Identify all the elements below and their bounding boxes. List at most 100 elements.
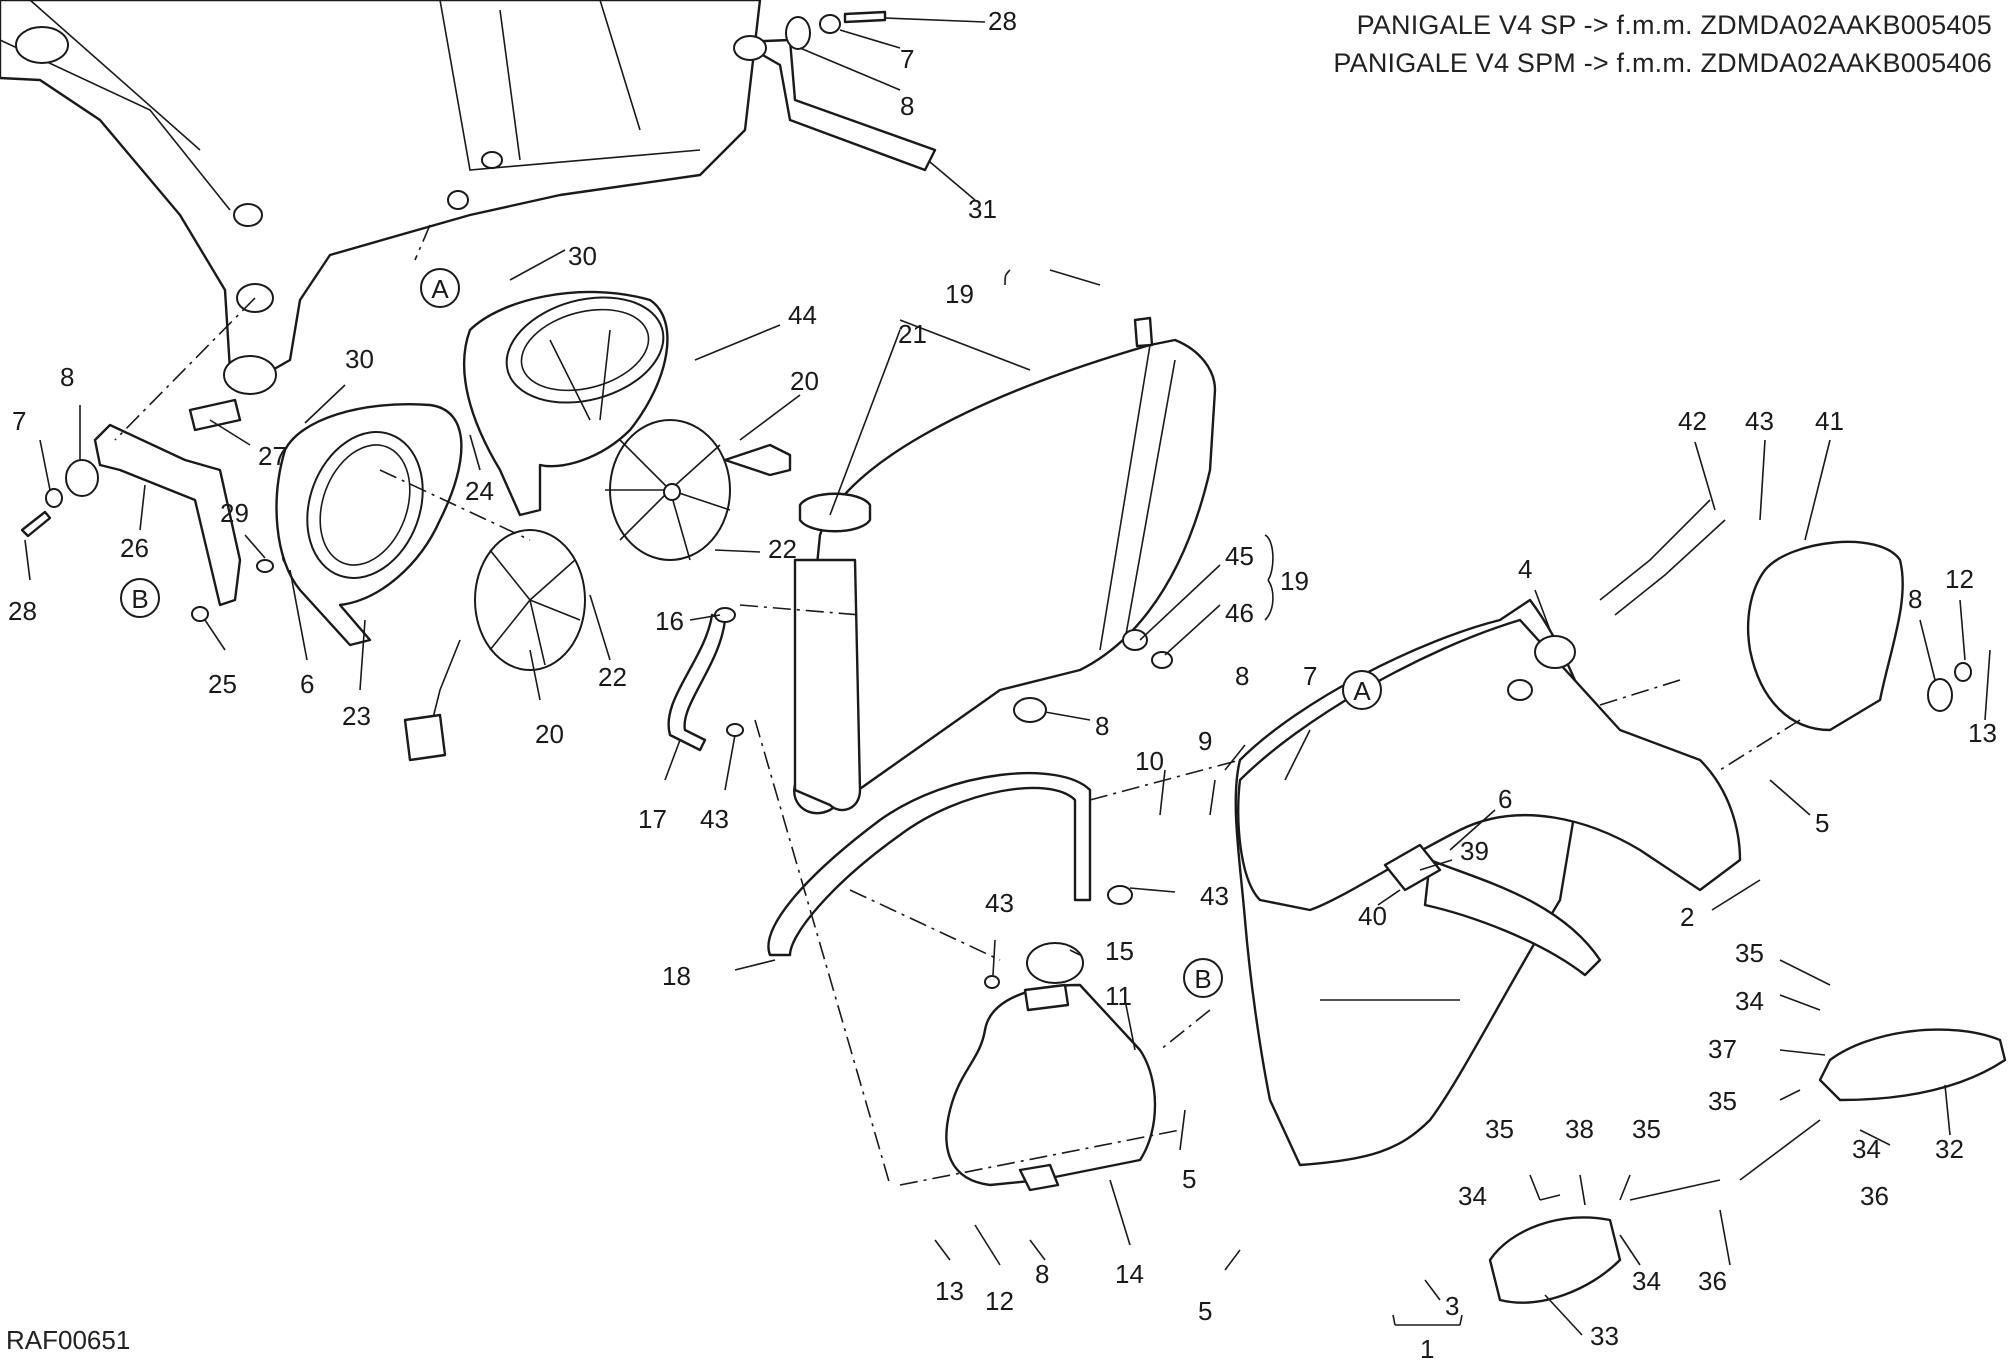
label-25: 25 [208, 669, 237, 699]
label-1: 1 [1420, 1334, 1434, 1364]
rod-36-upper [1739, 1119, 1821, 1181]
label-8: 8 [1035, 1259, 1049, 1289]
label-7: 7 [12, 406, 26, 436]
label-35: 35 [1632, 1114, 1661, 1144]
part-labels: 28 7 8 31 30 44 20 30 27 24 8 7 26 29 28… [8, 6, 1997, 1364]
svg-text:B: B [1194, 964, 1211, 994]
label-8: 8 [60, 362, 74, 392]
label-36: 36 [1860, 1181, 1889, 1211]
label-35: 35 [1735, 938, 1764, 968]
label-36: 36 [1698, 1266, 1727, 1296]
label-2: 2 [1680, 902, 1694, 932]
label-8: 8 [1095, 711, 1109, 741]
label-16: 16 [655, 606, 684, 636]
guard-32 [1818, 1028, 2007, 1102]
label-3: 3 [1445, 1291, 1459, 1321]
fan-shroud-upper [463, 290, 669, 517]
label-39: 39 [1460, 836, 1489, 866]
label-8: 8 [900, 91, 914, 121]
label-44: 44 [788, 300, 817, 330]
label-21: 21 [898, 319, 927, 349]
hose-18 [767, 771, 1133, 957]
label-33: 33 [1590, 1321, 1619, 1351]
label-45: 45 [1225, 541, 1254, 571]
fan-upper [605, 419, 792, 561]
label-34: 34 [1735, 986, 1764, 1016]
label-34: 34 [1852, 1134, 1881, 1164]
label-8: 8 [1908, 584, 1922, 614]
ref-b-left: B [120, 578, 160, 618]
label-13: 13 [935, 1276, 964, 1306]
label-43: 43 [1200, 881, 1229, 911]
label-26: 26 [120, 533, 149, 563]
svg-text:A: A [431, 274, 449, 304]
label-13: 13 [1968, 718, 1997, 748]
label-32: 32 [1935, 1134, 1964, 1164]
left-bracket [20, 398, 298, 622]
ref-b-lower: B [1183, 958, 1223, 998]
header-line-1: PANIGALE V4 SP -> f.m.m. ZDMDA02AAKB0054… [1356, 10, 1992, 40]
fan-shroud-23 [275, 403, 463, 647]
label-7: 7 [1303, 661, 1317, 691]
label-35: 35 [1485, 1114, 1514, 1144]
fan-lower [403, 529, 586, 762]
label-14: 14 [1115, 1259, 1144, 1289]
label-35: 35 [1708, 1086, 1737, 1116]
label-43: 43 [700, 804, 729, 834]
header-line-2: PANIGALE V4 SPM -> f.m.m. ZDMDA02AAKB005… [1333, 48, 1992, 78]
svg-text:A: A [1353, 676, 1371, 706]
shroud-41 [1599, 499, 1972, 732]
label-30: 30 [345, 344, 374, 374]
label-12: 12 [985, 1286, 1014, 1316]
label-38: 38 [1565, 1114, 1594, 1144]
label-37: 37 [1708, 1034, 1737, 1064]
label-46: 46 [1225, 598, 1254, 628]
label-41: 41 [1815, 406, 1844, 436]
guard-33 [1488, 1216, 1622, 1304]
label-5: 5 [1815, 808, 1829, 838]
drawing-code: RAF00651 [6, 1325, 131, 1355]
label-18: 18 [662, 961, 691, 991]
assembly-lines [114, 224, 1801, 1186]
label-15: 15 [1105, 936, 1134, 966]
label-22: 22 [598, 662, 627, 692]
label-20: 20 [535, 719, 564, 749]
label-19: 19 [1280, 566, 1309, 596]
label-43: 43 [1745, 406, 1774, 436]
ref-a-right: A [1342, 670, 1382, 710]
label-31: 31 [968, 194, 997, 224]
expansion-tank [945, 942, 1157, 1192]
label-19: 19 [945, 279, 974, 309]
label-6: 6 [1498, 784, 1512, 814]
frame [0, 0, 762, 395]
label-12: 12 [1945, 564, 1974, 594]
label-22: 22 [768, 534, 797, 564]
label-7: 7 [900, 44, 914, 74]
label-11: 11 [1105, 981, 1132, 1011]
label-28: 28 [988, 6, 1017, 36]
ref-a-upper: A [420, 268, 460, 308]
label-6: 6 [300, 669, 314, 699]
rod-36-lower [1629, 1179, 1721, 1201]
label-30: 30 [568, 241, 597, 271]
label-28: 28 [8, 596, 37, 626]
label-43: 43 [985, 888, 1014, 918]
svg-text:B: B [131, 584, 148, 614]
label-24: 24 [465, 476, 494, 506]
label-10: 10 [1135, 746, 1164, 776]
label-27: 27 [258, 441, 287, 471]
label-5: 5 [1198, 1296, 1212, 1326]
hose-17 [667, 607, 744, 752]
label-8: 8 [1235, 661, 1249, 691]
upper-bracket [733, 10, 937, 172]
label-29: 29 [220, 498, 249, 528]
label-34: 34 [1632, 1266, 1661, 1296]
label-23: 23 [342, 701, 371, 731]
label-4: 4 [1518, 554, 1532, 584]
label-40: 40 [1358, 901, 1387, 931]
label-9: 9 [1198, 726, 1212, 756]
label-34: 34 [1458, 1181, 1487, 1211]
label-17: 17 [638, 804, 667, 834]
label-20: 20 [790, 366, 819, 396]
